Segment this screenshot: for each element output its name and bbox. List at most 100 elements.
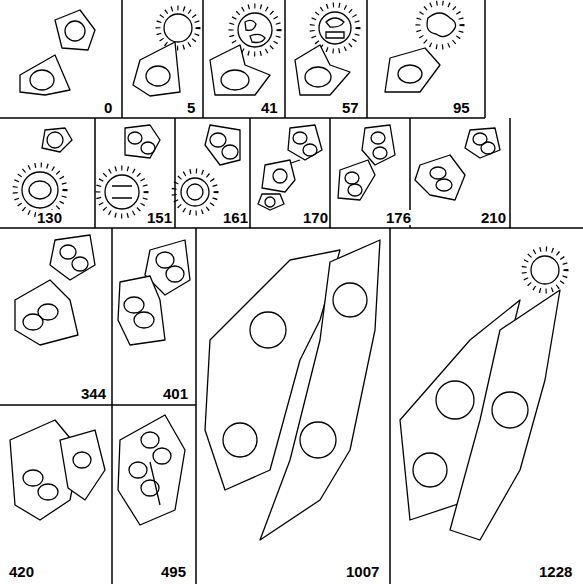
- cell-nucleus: [273, 169, 287, 183]
- cell-nucleus: [303, 144, 317, 156]
- cell-nucleus: [223, 423, 257, 457]
- cell-outline: [258, 194, 284, 210]
- cell-nucleus: [47, 132, 63, 148]
- time-label: 1007: [345, 564, 380, 579]
- cell-nucleus: [436, 381, 474, 419]
- time-label: 1228: [538, 564, 573, 579]
- cell-outline: [319, 12, 351, 44]
- cell-outline: [105, 175, 139, 209]
- time-label: 420: [8, 564, 35, 579]
- mitotic-halo: [418, 3, 462, 47]
- cell-nucleus: [436, 179, 452, 191]
- time-label: 5: [186, 100, 196, 115]
- time-label: 170: [302, 210, 329, 225]
- cell-outline: [427, 13, 456, 37]
- cell-nucleus: [60, 245, 76, 259]
- cell-nucleus: [481, 142, 495, 154]
- cell-nucleus: [73, 452, 91, 468]
- time-label: 41: [260, 100, 279, 115]
- cell-nucleus: [222, 145, 238, 159]
- cell-nucleus: [124, 297, 144, 313]
- cell-outline: [415, 155, 465, 200]
- mitotic-halo: [98, 168, 146, 216]
- cell-outline: [55, 10, 95, 50]
- cell-outline: [118, 276, 165, 345]
- cell-nucleus: [38, 484, 58, 500]
- cell-nucleus: [333, 283, 367, 317]
- cell-nucleus: [300, 422, 336, 458]
- mitotic-halo: [174, 171, 216, 213]
- time-label: 95: [452, 100, 471, 115]
- cell-nucleus: [371, 132, 385, 144]
- cell-nucleus: [492, 392, 528, 428]
- cell-outline: [22, 172, 58, 208]
- cell-outline: [295, 45, 350, 95]
- cell-nucleus: [153, 448, 171, 464]
- cell-outline: [262, 160, 295, 192]
- time-label: 344: [80, 386, 107, 401]
- cell-nucleus: [210, 133, 226, 147]
- cell-outline: [15, 280, 78, 345]
- time-label: 495: [160, 564, 187, 579]
- cell-nucleus: [23, 470, 43, 486]
- cell-outline: [125, 125, 160, 158]
- cell-nucleus: [265, 197, 275, 207]
- cell-nucleus: [373, 147, 387, 159]
- cell-outline: [260, 240, 380, 540]
- cell-nucleus: [305, 67, 331, 87]
- cell-outline: [288, 125, 322, 160]
- time-label: 176: [385, 210, 412, 225]
- cell-nucleus: [146, 66, 170, 86]
- cell-outline: [60, 430, 105, 500]
- cell-outline: [338, 160, 375, 200]
- time-label: 151: [146, 210, 173, 225]
- cell-nucleus: [221, 70, 249, 90]
- cell-nucleus: [348, 184, 362, 196]
- cell-nucleus: [156, 252, 174, 268]
- cell-outline: [465, 128, 500, 158]
- cell-outline: [20, 55, 70, 95]
- cell-nucleus: [72, 257, 88, 271]
- cell-outline: [181, 178, 209, 206]
- cell-outline: [238, 13, 272, 47]
- cell-nucleus: [112, 186, 132, 198]
- mitotic-halo: [158, 8, 198, 48]
- cell-nucleus: [187, 184, 203, 200]
- cell-nucleus: [245, 20, 265, 42]
- mitotic-halo: [312, 5, 358, 51]
- cell-nucleus: [398, 65, 422, 83]
- cell-outline: [164, 14, 192, 42]
- cell-outline: [362, 125, 395, 165]
- cell-nucleus: [38, 304, 58, 320]
- cell-outline: [205, 125, 240, 165]
- cell-nucleus: [250, 312, 286, 348]
- time-label: 161: [222, 210, 249, 225]
- cell-nucleus: [166, 266, 184, 282]
- cell-nucleus: [293, 132, 307, 144]
- cell-outline: [133, 42, 180, 96]
- time-label: 401: [162, 386, 189, 401]
- mitotic-halo: [15, 165, 65, 215]
- cell-nucleus: [345, 172, 359, 184]
- cell-outline: [531, 256, 559, 284]
- cell-nucleus: [65, 21, 85, 41]
- cell-nucleus: [141, 432, 159, 448]
- cell-nucleus: [413, 453, 447, 487]
- cell-outline: [118, 415, 185, 525]
- cell-nucleus: [30, 70, 54, 90]
- cell-outline: [50, 235, 95, 280]
- cell-nucleus: [430, 167, 446, 179]
- cell-nucleus: [129, 462, 147, 478]
- mitotic-halo: [524, 249, 566, 291]
- cell-nucleus: [150, 462, 160, 505]
- cell-outline: [385, 48, 440, 92]
- cell-nucleus: [134, 312, 154, 328]
- time-label: 130: [36, 210, 63, 225]
- cell-nucleus: [141, 142, 155, 154]
- time-label: 210: [480, 210, 507, 225]
- cell-outline: [42, 128, 72, 152]
- time-label: 0: [103, 100, 113, 115]
- time-label: 57: [341, 100, 360, 115]
- cell-outline: [210, 45, 270, 95]
